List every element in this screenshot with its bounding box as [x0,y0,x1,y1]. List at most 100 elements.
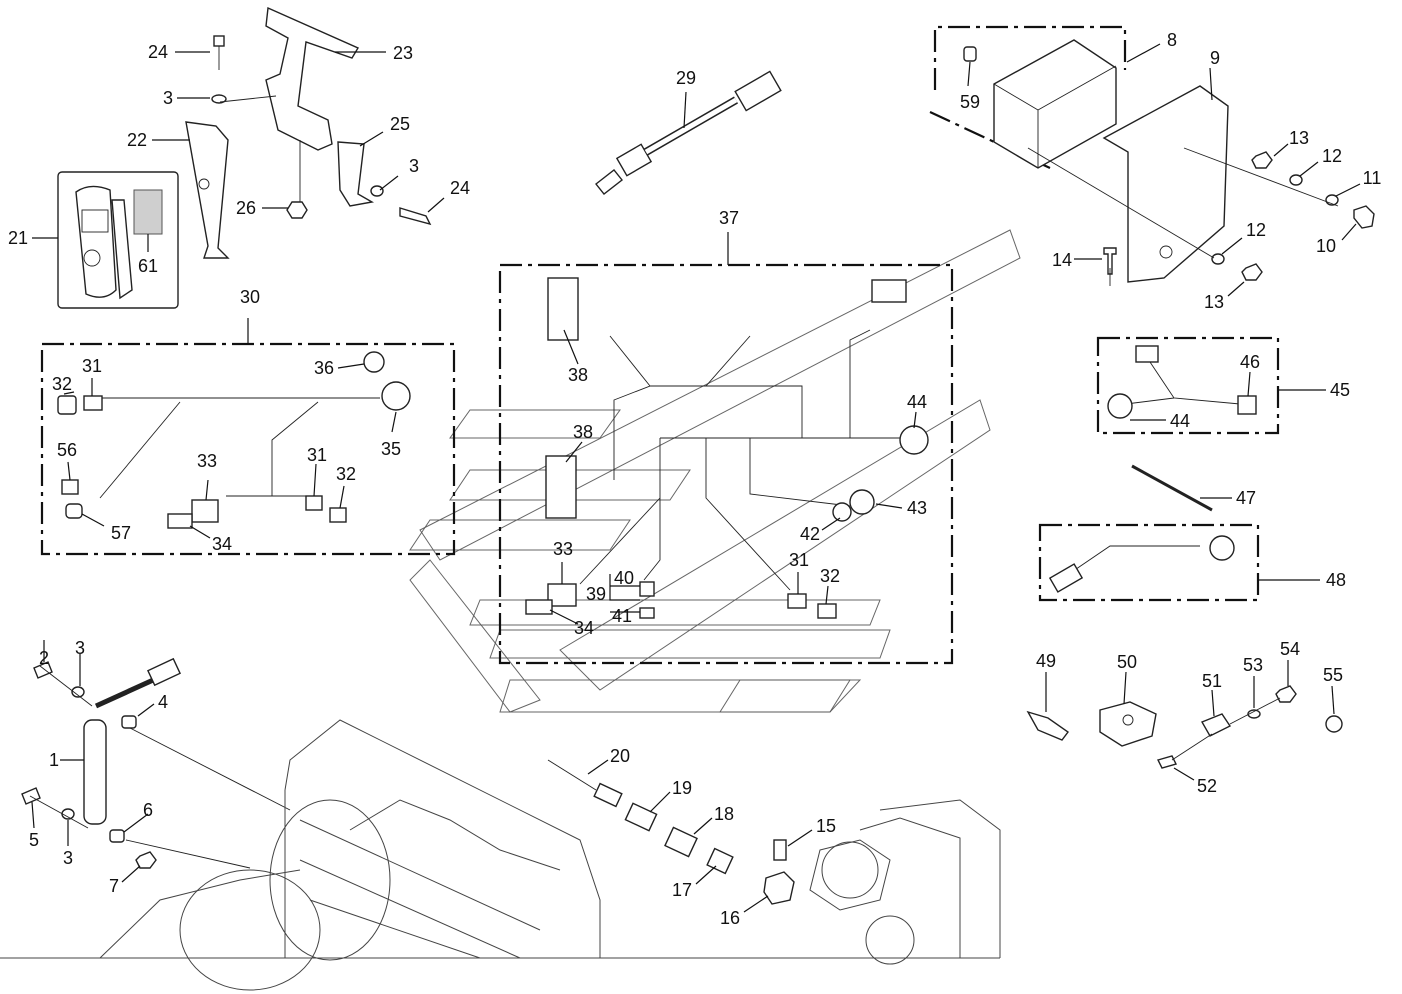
callout-34: 34 [212,534,232,554]
rod-end-top [147,657,181,687]
fitting-15 [773,839,787,861]
machine-background [0,719,1001,991]
callout-33: 33 [197,451,217,471]
callout-49: 49 [1036,651,1056,671]
connector-38-bottom [545,455,577,519]
frame-box-8-lower [929,111,1051,169]
cable-tie-47 [1131,464,1232,512]
callout-33: 33 [553,539,573,559]
callout-25: 25 [390,114,410,134]
cap-10 [1353,205,1375,229]
callout-37: 37 [719,208,739,228]
callout-7: 7 [109,876,119,896]
washer-12-top [1289,174,1303,186]
callout-35: 35 [381,439,401,459]
frame-cable-48 [1038,523,1260,602]
washer-53 [1247,709,1261,719]
callout-24: 24 [148,42,168,62]
callout-11: 11 [1363,168,1382,188]
nut-13-bottom [1241,263,1263,281]
callout-labels: 2 3 1 4 5 3 6 7 8 9 10 11 12 12 13 13 14… [8,30,1381,928]
callout-13: 13 [1289,128,1309,148]
connector-32c [817,603,837,619]
callout-48: 48 [1326,570,1346,590]
fittings-49-55 [1026,660,1343,781]
display-unit [75,185,117,298]
callout-31: 31 [307,445,327,465]
connector-57 [65,503,83,519]
connector-38-top [547,277,579,341]
callout-55: 55 [1323,665,1343,685]
block-50 [1099,701,1157,747]
nut-54 [1275,685,1297,703]
callout-57: 57 [111,523,131,543]
callout-3: 3 [63,848,73,868]
nut-7 [135,851,157,869]
callout-41: 41 [612,606,632,626]
fitting-18 [664,826,698,858]
callout-46: 46 [1240,352,1260,372]
callout-38: 38 [573,422,593,442]
callout-1: 1 [49,750,59,770]
callout-24: 24 [450,178,470,198]
harness-37 [525,232,929,625]
frame-adapter-45 [1096,336,1280,435]
connector-41 [639,607,655,619]
callout-20: 20 [610,746,630,766]
callout-54: 54 [1280,639,1300,659]
callout-61: 61 [138,256,158,276]
callout-23: 23 [393,43,413,63]
callout-43: 43 [907,498,927,518]
bracket-22 [185,121,230,259]
label-sticker [133,189,163,235]
cylinder-group [21,640,291,883]
nut-26 [286,201,308,219]
connector-56 [61,479,79,495]
callout-56: 56 [57,440,77,460]
callout-18: 18 [714,804,734,824]
callout-17: 17 [672,880,692,900]
callout-13: 13 [1204,292,1224,312]
washer-3-top [211,94,227,104]
callout-14: 14 [1052,250,1072,270]
washer-3-lower-a [71,686,85,698]
callout-12: 12 [1246,220,1266,240]
callout-21: 21 [8,228,28,248]
callout-29: 29 [676,68,696,88]
plug-36 [363,351,385,373]
callout-2: 2 [39,648,49,668]
bolt-2 [33,661,53,679]
mounting-plate-23 [265,6,360,151]
callout-39: 39 [586,584,606,604]
fitting-19 [624,802,658,832]
callout-44: 44 [1170,411,1190,431]
washer-3-lower-b [61,808,75,820]
connector-top-right [871,279,907,303]
sensor-20 [593,782,623,808]
plug-55 [1325,715,1343,733]
display-screen [81,209,109,233]
connector-31c [787,593,807,609]
connector-31a [83,395,103,411]
callout-53: 53 [1243,655,1263,675]
washer-12-bottom [1211,253,1225,265]
callout-12: 12 [1322,146,1342,166]
connector-43 [849,489,875,515]
callout-22: 22 [127,130,147,150]
callout-6: 6 [143,800,153,820]
callout-51: 51 [1202,671,1222,691]
callout-34: 34 [574,618,594,638]
screw-52 [1156,755,1178,769]
cable-29-nut-left [615,143,653,177]
display-keypad [83,249,101,267]
control-box-8 [993,39,1117,169]
cable-48 [1048,535,1320,593]
connector-34b [525,599,553,615]
callout-32: 32 [52,374,72,394]
control-box-group [963,39,1375,297]
callout-50: 50 [1117,652,1137,672]
bracket-25 [337,141,375,207]
elbow-16 [763,871,795,905]
cylinder-1 [83,719,107,825]
